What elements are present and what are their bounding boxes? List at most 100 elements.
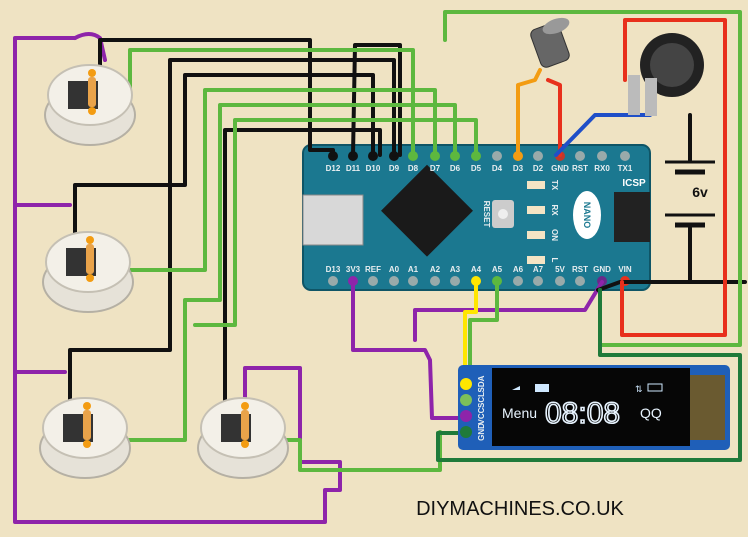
pin-label: 5V [555, 265, 565, 274]
pin-label: A1 [408, 265, 419, 274]
pin-5v [555, 276, 565, 286]
pin-label: A5 [492, 265, 503, 274]
arcade-button-3 [39, 397, 131, 479]
pin-rst [575, 151, 585, 161]
arcade-button-4 [197, 397, 289, 479]
arcade-button-2 [42, 231, 134, 313]
pin-label: VIN [618, 265, 632, 274]
icsp-label: ICSP [622, 178, 646, 189]
pin-label: D10 [366, 164, 381, 173]
pin-a7 [533, 276, 543, 286]
green-wire-d5 [193, 118, 478, 327]
red-wire-vin [620, 18, 727, 337]
oled-pin-vcc [460, 410, 472, 422]
pin-ref [368, 276, 378, 286]
darkgreen-wire-gnd [436, 288, 742, 462]
pin-a2 [430, 276, 440, 286]
microcontroller-chip [381, 164, 473, 257]
website-label: DIYMACHINES.CO.UK [416, 498, 624, 520]
pin-label: D7 [430, 164, 441, 173]
transfer-arrows-icon: ⇅ [635, 384, 643, 394]
oled-pin-scl [460, 394, 472, 406]
led-label: L [550, 258, 559, 263]
red-wire-buzzer [546, 78, 562, 157]
resistor-icon [88, 77, 96, 107]
dc-power-switch [628, 33, 704, 116]
pin-label: D4 [492, 164, 503, 173]
yellow-wire-sda [463, 280, 478, 386]
black-wire-d12 [98, 38, 335, 157]
reset-button-cap [498, 209, 508, 219]
battery-label: 6v [692, 184, 708, 200]
pin-label: GND [551, 164, 569, 173]
led [527, 256, 545, 264]
resistor-icon [86, 244, 94, 274]
battery-icon [647, 383, 663, 392]
reset-label: RESET [482, 201, 491, 228]
oled-pin-label: SCL [477, 392, 486, 408]
led-label: ON [550, 229, 559, 241]
oled-clock-text: 08:08 [545, 397, 620, 430]
oled-pin-label: VCC [477, 407, 486, 424]
pin-d4 [492, 151, 502, 161]
pin-label: RST [572, 265, 588, 274]
wires [13, 10, 747, 524]
oled-right-text: QQ [640, 405, 662, 421]
oled-pin-gnd [460, 426, 472, 438]
pin-label: RX0 [594, 164, 610, 173]
pin-d13 [328, 276, 338, 286]
resistor-icon [241, 410, 249, 440]
led-label: TX [550, 180, 559, 191]
icsp-header [614, 192, 650, 242]
pin-label: REF [365, 265, 381, 274]
oled-pin-sda [460, 378, 472, 390]
black-wire-4 [223, 128, 382, 402]
resistor-icon [83, 410, 91, 440]
pin-label: D12 [326, 164, 341, 173]
pin-label: A4 [471, 265, 482, 274]
signal-icon [512, 386, 520, 390]
pin-label: D3 [513, 164, 524, 173]
oled-pin-label: GND [477, 423, 486, 441]
pin-tx1 [620, 151, 630, 161]
black-wire-d10 [68, 58, 396, 402]
pin-label: 3V3 [346, 265, 361, 274]
oled-menu-text: Menu [502, 405, 537, 421]
purple-wire-buttons [13, 32, 107, 374]
arcade-button-1 [44, 64, 136, 146]
pin-rst [575, 276, 585, 286]
usb-port [302, 194, 364, 246]
green-wire-d7 [113, 88, 437, 272]
pin-label: D11 [346, 164, 361, 173]
pin-a3 [450, 276, 460, 286]
pin-label: TX1 [618, 164, 633, 173]
black-wire-d9 [351, 43, 402, 157]
led [527, 231, 545, 239]
pin-a6 [513, 276, 523, 286]
pin-label: A2 [430, 265, 441, 274]
pin-d2 [533, 151, 543, 161]
pin-label: D2 [533, 164, 544, 173]
pin-label: A7 [533, 265, 544, 274]
nano-label: NANO [582, 202, 592, 229]
pin-label: A3 [450, 265, 461, 274]
pin-label: GND [593, 265, 611, 274]
mail-icon [535, 384, 549, 392]
pin-a0 [389, 276, 399, 286]
pin-label: D13 [326, 265, 341, 274]
battery: 6v [665, 113, 715, 284]
pin-label: D6 [450, 164, 461, 173]
pin-a1 [408, 276, 418, 286]
pin-label: RST [572, 164, 588, 173]
purple-wire-vcc [351, 280, 468, 420]
purple-wire-main [13, 36, 342, 524]
oled-pin-label: SDA [477, 375, 486, 392]
led [527, 206, 545, 214]
pin-label: D9 [389, 164, 400, 173]
led-label: RX [550, 204, 559, 216]
pin-label: D5 [471, 164, 482, 173]
pin-label: A0 [389, 265, 400, 274]
